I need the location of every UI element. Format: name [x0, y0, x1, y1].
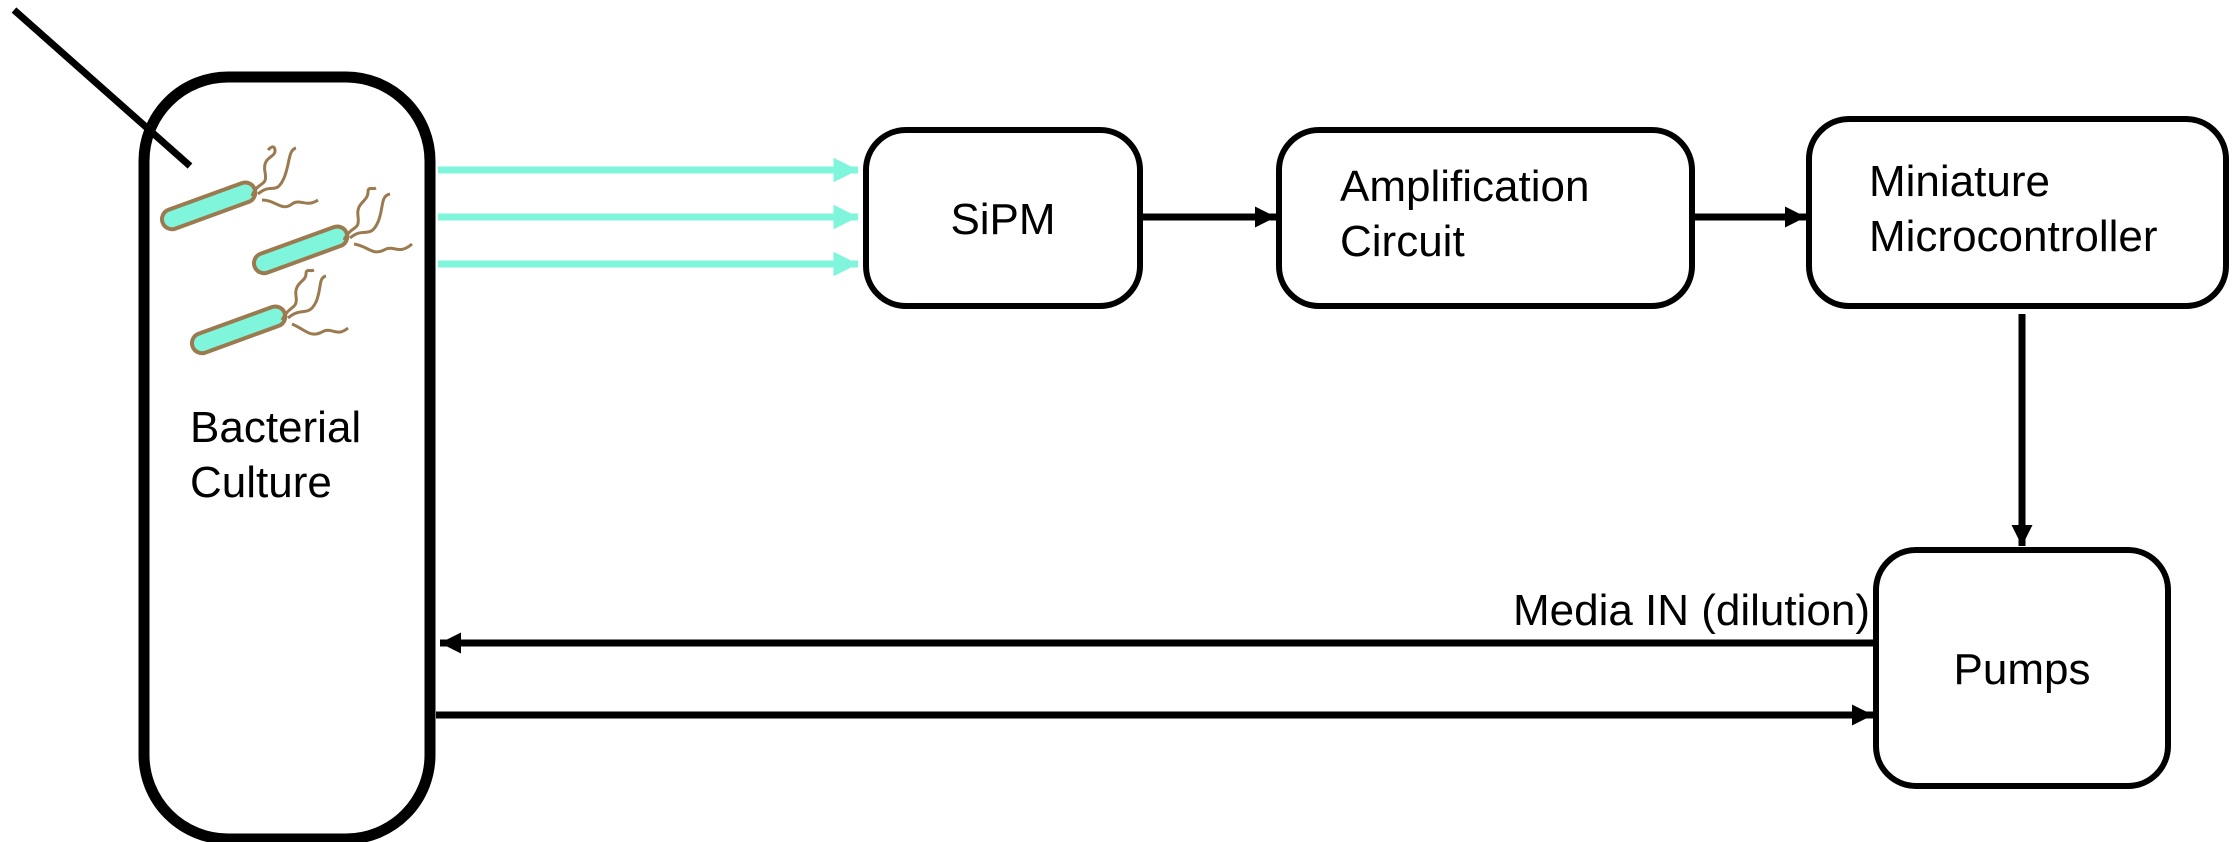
culture-label-line1: Bacterial [190, 403, 361, 452]
pumps-label: Pumps [1954, 645, 2091, 694]
amplification-circuit-box: Amplification Circuit [1276, 127, 1695, 309]
culture-label-line2: Culture [190, 458, 332, 507]
pumps-box: Pumps [1873, 547, 2171, 789]
microcontroller-label-line2: Microcontroller [1869, 212, 2158, 261]
bacterium-icon [159, 145, 319, 232]
bacterium-icon [189, 268, 349, 356]
microcontroller-box: Miniature Microcontroller [1806, 116, 2229, 309]
culture-vessel [138, 71, 436, 842]
amplification-label-line1: Amplification [1340, 162, 1589, 211]
media-in-label: Media IN (dilution) [1513, 586, 1870, 635]
light-signal-arrows [438, 157, 858, 277]
bacterium-icon [251, 186, 413, 276]
amplification-label: Amplification Circuit [1340, 162, 1602, 266]
sipm-label: SiPM [950, 195, 1055, 244]
probe-icon [11, 7, 193, 169]
culture-label: Bacterial Culture [190, 403, 373, 507]
microcontroller-label-line1: Miniature [1869, 157, 2050, 206]
sipm-box: SiPM [863, 127, 1143, 309]
microcontroller-label: Miniature Microcontroller [1869, 157, 2158, 261]
amplification-label-line2: Circuit [1340, 217, 1465, 266]
